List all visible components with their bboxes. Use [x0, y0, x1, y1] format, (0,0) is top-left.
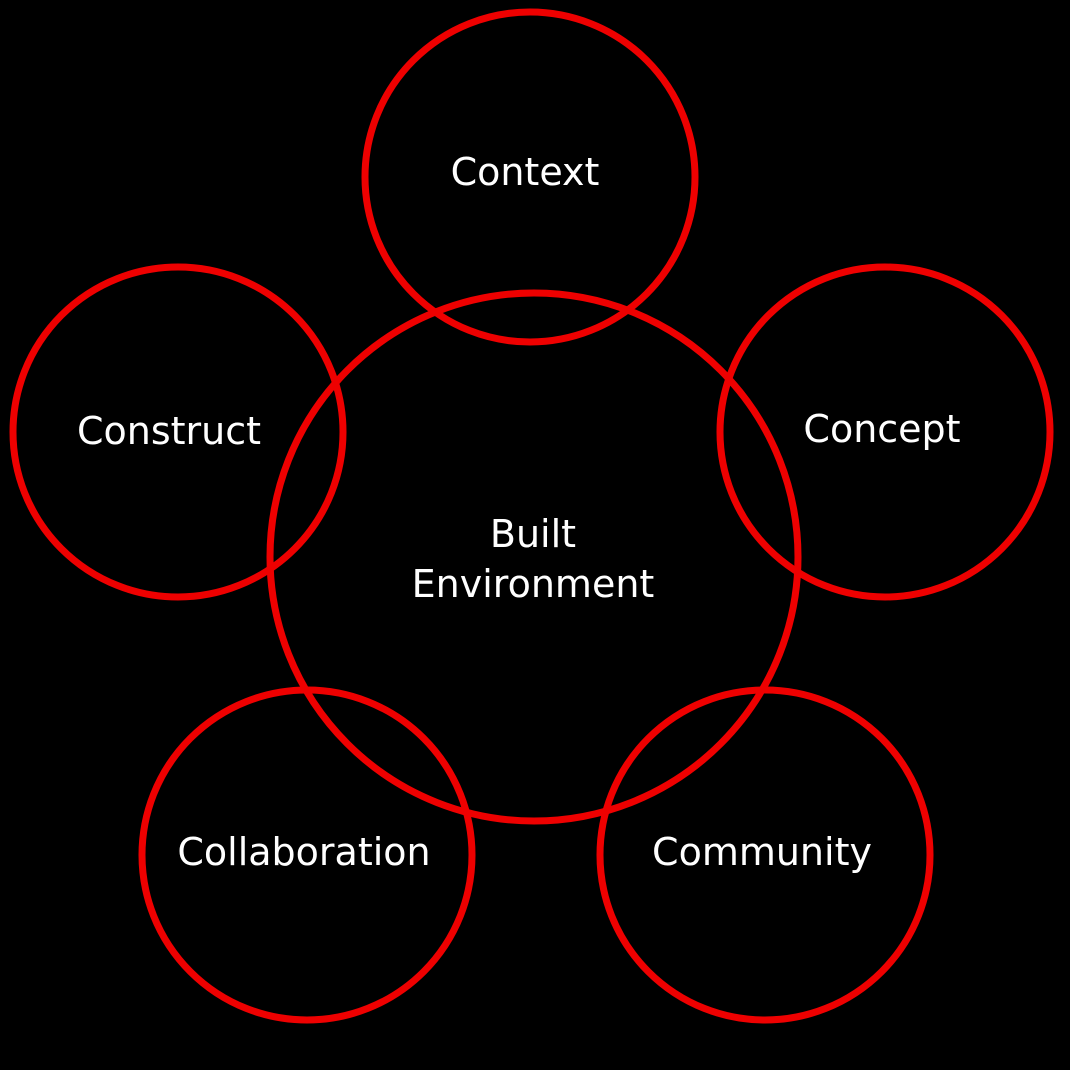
label-community: Community [652, 830, 872, 874]
circle-built-environment-ring [266, 289, 802, 825]
circle-context-ring [361, 8, 699, 346]
circle-concept-ring [716, 263, 1054, 601]
circle-community: Community [596, 686, 934, 1024]
label-construct: Construct [77, 409, 261, 453]
circle-context: Context [361, 8, 699, 346]
label-environment: Environment [412, 562, 655, 606]
label-collaboration: Collaboration [177, 830, 430, 874]
label-built: Built [490, 512, 576, 556]
circle-collaboration: Collaboration [138, 686, 476, 1024]
circle-concept: Concept [716, 263, 1054, 601]
circle-construct-ring [9, 263, 347, 601]
circle-construct: Construct [9, 263, 347, 601]
label-context: Context [451, 150, 600, 194]
label-concept: Concept [803, 407, 960, 451]
circle-built-environment: Built Environment [266, 289, 802, 825]
